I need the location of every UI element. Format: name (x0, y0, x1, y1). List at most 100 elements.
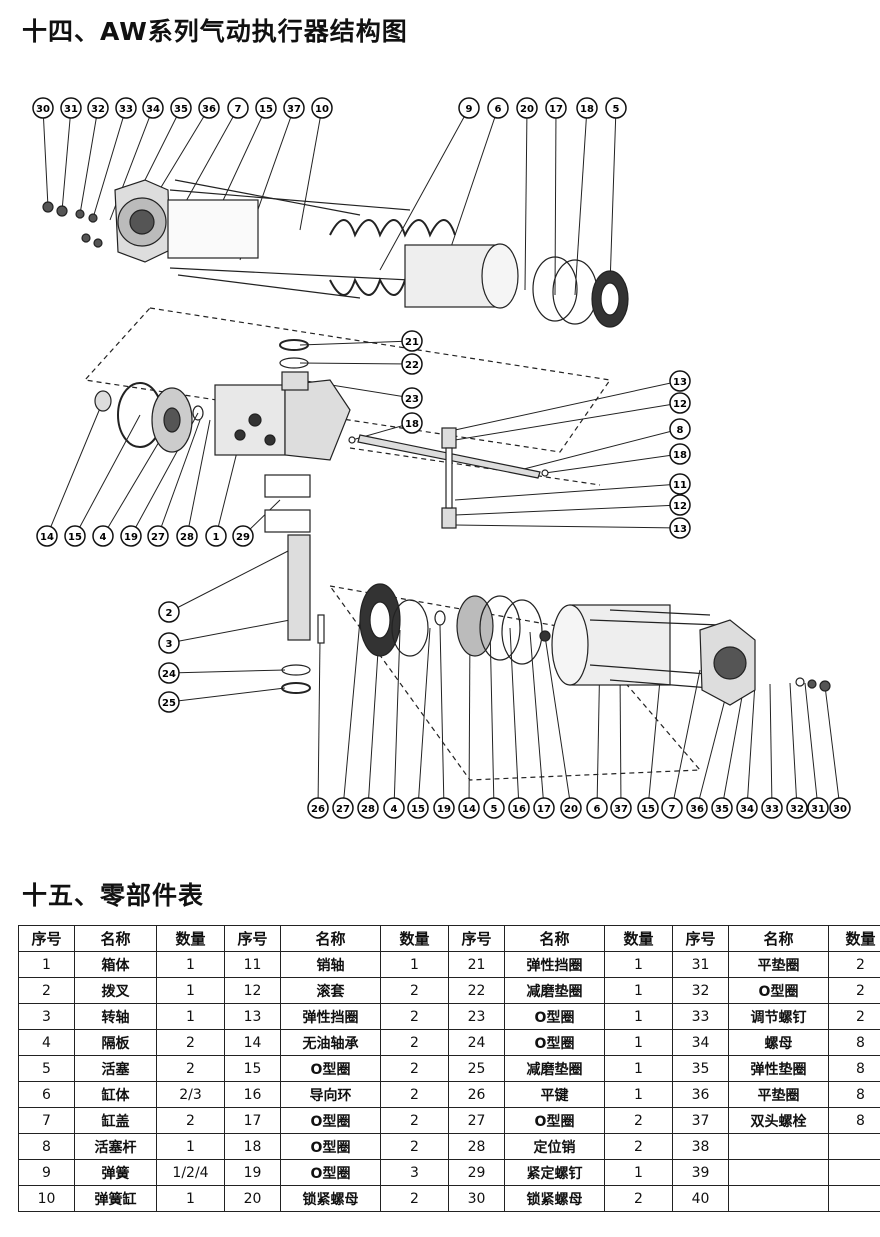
callout-number: 12 (673, 501, 687, 512)
callout-number: 15 (259, 104, 273, 115)
callout-18: 18 (669, 443, 691, 465)
column-header: 名称 (504, 925, 605, 952)
callout-number: 13 (673, 377, 687, 388)
callout-14: 14 (458, 797, 480, 819)
leader-line (619, 669, 622, 809)
piston-rod-assembly (348, 427, 549, 529)
callout-number: 10 (315, 104, 329, 115)
callout-37: 37 (283, 97, 305, 119)
part-name-cell: 平垫圈 (728, 1081, 829, 1108)
part-name-cell: 锁紧螺母 (504, 1185, 605, 1212)
part-number-cell: 15 (224, 1055, 281, 1082)
part-number-cell: 20 (224, 1185, 281, 1212)
callout-12: 12 (669, 494, 691, 516)
callout-number: 20 (520, 104, 534, 115)
callout-35: 35 (711, 797, 733, 819)
leader-line (92, 107, 127, 219)
callout-number: 20 (564, 804, 578, 815)
callout-22: 22 (401, 353, 423, 375)
callout-number: 14 (40, 532, 54, 543)
leader-line (439, 624, 445, 809)
top-spring-cylinder-assembly (42, 179, 629, 328)
callout-17: 17 (533, 797, 555, 819)
part-quantity-cell: 2 (828, 1003, 880, 1030)
part-name-cell: 弹性挡圈 (280, 1003, 381, 1030)
callout-number: 31 (811, 804, 825, 815)
leader-line (449, 107, 499, 251)
column-header: 名称 (74, 925, 157, 952)
part-name-cell: O型圈 (728, 977, 829, 1004)
callout-6: 6 (487, 97, 509, 119)
column-header: 名称 (280, 925, 381, 952)
callout-number: 35 (174, 104, 188, 115)
callout-number: 14 (462, 804, 476, 815)
part-quantity-cell: 3 (380, 1159, 449, 1186)
part-quantity-cell: 8 (828, 1081, 880, 1108)
callout-27: 27 (332, 797, 354, 819)
callout-5: 5 (605, 97, 627, 119)
callout-number: 32 (91, 104, 105, 115)
part-number-cell: 23 (448, 1003, 505, 1030)
column-header: 序号 (672, 925, 729, 952)
leader-line (417, 627, 431, 809)
callout-number: 33 (765, 804, 779, 815)
part-name-cell: 拨叉 (74, 977, 157, 1004)
dashed-assembly-guides (83, 307, 702, 781)
callout-15: 15 (407, 797, 429, 819)
leader-line (317, 639, 321, 809)
callout-7: 7 (661, 797, 683, 819)
callout-7: 7 (227, 97, 249, 119)
column-header: 数量 (604, 925, 673, 952)
callout-number: 18 (673, 450, 687, 461)
part-quantity-cell (828, 1185, 880, 1212)
callout-number: 8 (677, 425, 684, 436)
callout-9: 9 (458, 97, 480, 119)
leader-line (721, 679, 746, 809)
leader-line (157, 419, 201, 537)
part-number-cell: 1 (18, 951, 75, 978)
part-number-cell: 19 (224, 1159, 281, 1186)
leader-line (746, 682, 756, 809)
part-number-cell: 32 (672, 977, 729, 1004)
callout-8: 8 (669, 418, 691, 440)
part-name-cell: 弹簧 (74, 1159, 157, 1186)
part-quantity-cell: 2 (380, 1133, 449, 1160)
part-number-cell: 10 (18, 1185, 75, 1212)
callout-number: 6 (495, 104, 502, 115)
part-number-cell: 40 (672, 1185, 729, 1212)
part-name-cell: O型圈 (504, 1003, 605, 1030)
leader-line (509, 627, 520, 809)
part-quantity-cell: 2 (380, 1081, 449, 1108)
leader-line (299, 362, 413, 365)
callout-36: 36 (198, 97, 220, 119)
callout-number: 24 (162, 669, 176, 680)
callout-13: 13 (669, 517, 691, 539)
part-number-cell: 9 (18, 1159, 75, 1186)
part-number-cell: 37 (672, 1107, 729, 1134)
leader-line (61, 107, 72, 212)
part-quantity-cell: 2 (156, 1107, 225, 1134)
leader-line (79, 107, 99, 215)
part-quantity-cell: 8 (828, 1107, 880, 1134)
part-quantity-cell: 2/3 (156, 1081, 225, 1108)
part-quantity-cell: 8 (828, 1029, 880, 1056)
callout-number: 18 (580, 104, 594, 115)
leader-line (342, 619, 361, 809)
part-number-cell: 5 (18, 1055, 75, 1082)
part-name-cell: 销轴 (280, 951, 381, 978)
table-header-row: 序号名称数量序号名称数量序号名称数量序号名称数量 (18, 925, 880, 952)
part-quantity-cell: 1 (156, 977, 225, 1004)
column-header: 序号 (224, 925, 281, 952)
part-number-cell: 16 (224, 1081, 281, 1108)
callout-11: 11 (669, 473, 691, 495)
part-name-cell: O型圈 (280, 1107, 381, 1134)
callout-32: 32 (786, 797, 808, 819)
leader-line (454, 524, 681, 529)
